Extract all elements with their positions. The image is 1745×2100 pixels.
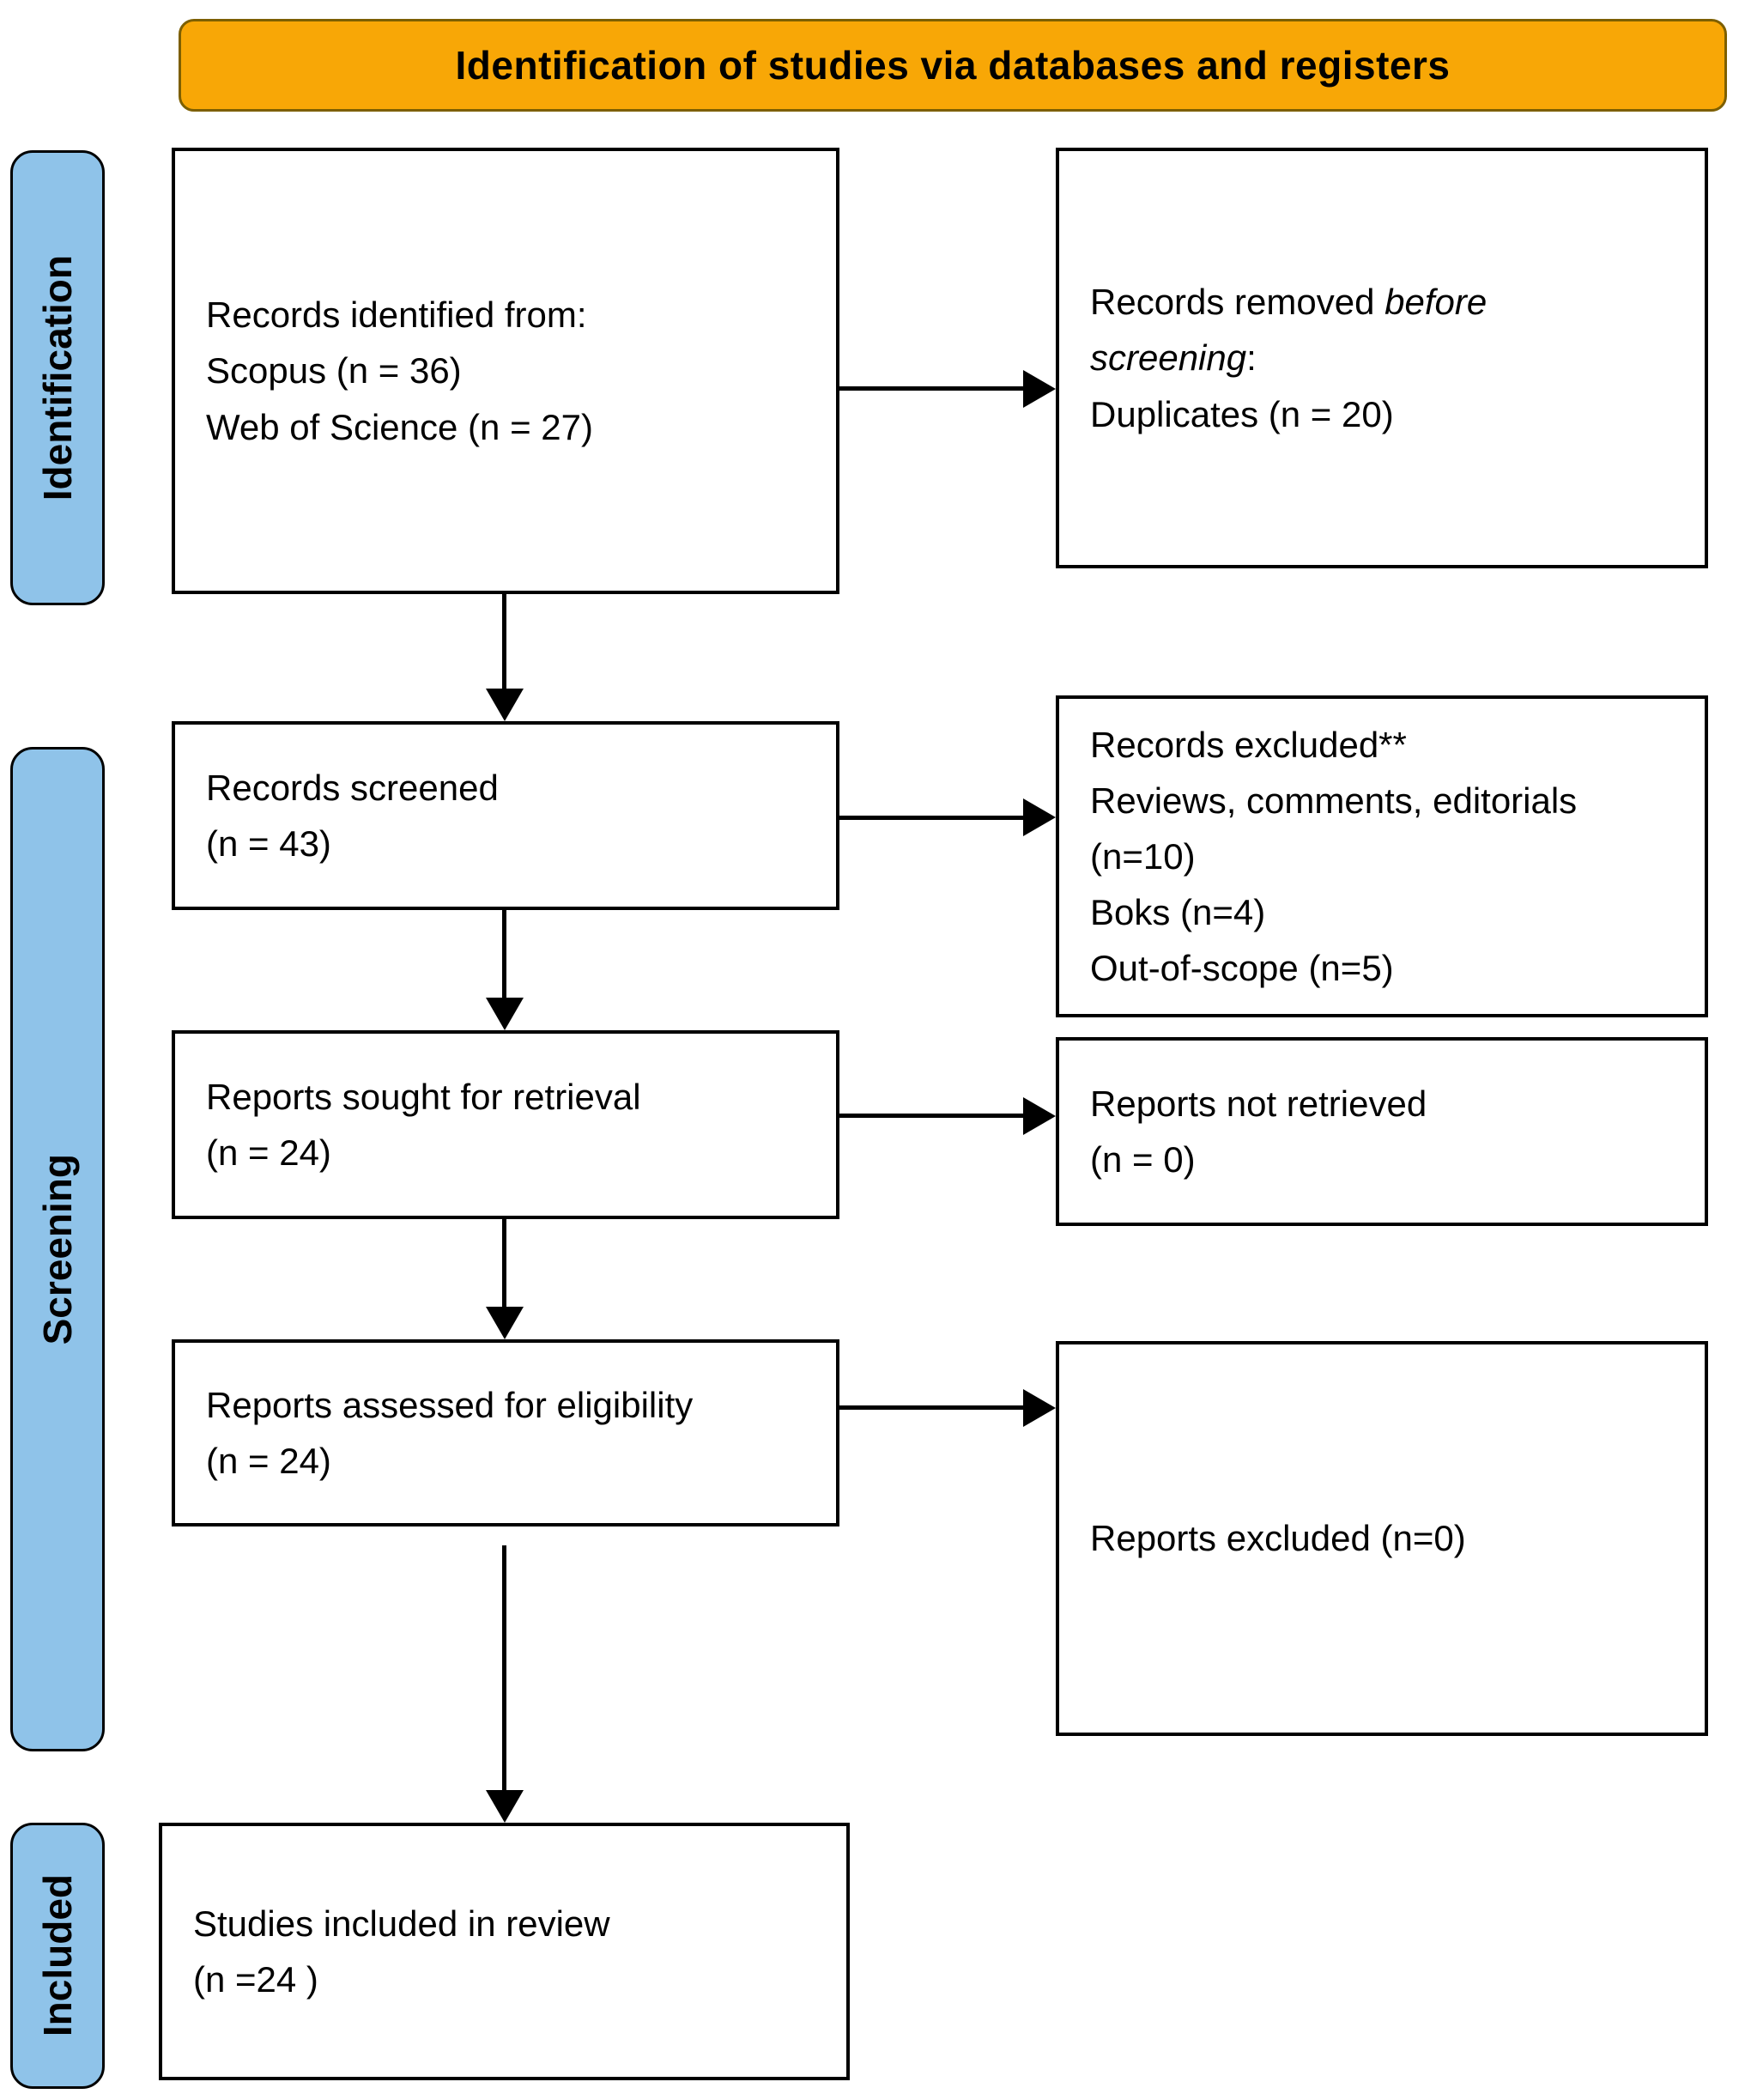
records-removed-line2: screening: bbox=[1090, 337, 1257, 379]
arrow-identified-to-screened-line bbox=[502, 594, 506, 689]
arrow-sought-to-not-retrieved-head bbox=[1023, 1097, 1056, 1135]
records-removed-line3: Duplicates (n = 20) bbox=[1090, 393, 1394, 434]
box-text-line: (n =24 ) bbox=[193, 1959, 318, 2000]
arrow-sought-to-not-retrieved-line bbox=[839, 1114, 1025, 1118]
arrow-assessed-to-included-line bbox=[502, 1545, 506, 1790]
box-text-line: Out-of-scope (n=5) bbox=[1090, 948, 1394, 989]
box-text-line: (n = 24) bbox=[206, 1441, 331, 1481]
box-text-line: Web of Science (n = 27) bbox=[206, 406, 593, 447]
stage-rail-identification: Identification bbox=[10, 150, 105, 605]
box-text-line: (n = 0) bbox=[1090, 1139, 1196, 1180]
box-reports-assessed: Reports assessed for eligibility (n = 24) bbox=[172, 1339, 839, 1526]
box-text-line: Boks (n=4) bbox=[1090, 892, 1266, 933]
arrow-identified-to-removed-line bbox=[839, 386, 1025, 391]
box-text-line: Records identified from: bbox=[206, 294, 587, 336]
box-text-line: Records excluded** bbox=[1090, 724, 1407, 765]
box-text-line: (n = 24) bbox=[206, 1132, 331, 1173]
box-text-line: Reviews, comments, editorials bbox=[1090, 780, 1578, 821]
box-text-line: Reports assessed for eligibility bbox=[206, 1384, 694, 1425]
box-studies-included: Studies included in review (n =24 ) bbox=[159, 1823, 850, 2080]
box-reports-excluded: Reports excluded (n=0) bbox=[1056, 1341, 1708, 1736]
box-text-line: Reports not retrieved bbox=[1090, 1083, 1427, 1124]
box-text-line: Studies included in review bbox=[193, 1903, 610, 1944]
records-removed-line1: Records removed before bbox=[1090, 282, 1487, 323]
stage-label-included: Included bbox=[35, 1874, 80, 2037]
box-records-identified: Records identified from: Scopus (n = 36) W… bbox=[172, 148, 839, 594]
arrow-screened-to-excluded-line bbox=[839, 816, 1025, 820]
box-records-excluded: Records excluded** Reviews, comments, edi… bbox=[1056, 695, 1708, 1017]
arrow-identified-to-removed-head bbox=[1023, 370, 1056, 408]
box-text-line: (n = 43) bbox=[206, 823, 331, 864]
box-text-line: Scopus (n = 36) bbox=[206, 350, 462, 391]
arrow-screened-to-sought-line bbox=[502, 910, 506, 998]
arrow-assessed-to-included-head bbox=[486, 1790, 524, 1823]
arrow-screened-to-sought-head bbox=[486, 998, 524, 1030]
box-text-line: Reports sought for retrieval bbox=[206, 1076, 641, 1117]
box-text-line: (n=10) bbox=[1090, 835, 1196, 877]
box-reports-sought: Reports sought for retrieval (n = 24) bbox=[172, 1030, 839, 1219]
arrow-screened-to-excluded-head bbox=[1023, 798, 1056, 836]
arrow-sought-to-assessed-line bbox=[502, 1219, 506, 1307]
arrow-identified-to-screened-head bbox=[486, 689, 524, 721]
arrow-assessed-to-excluded-line bbox=[839, 1405, 1025, 1410]
box-text-line: Reports excluded (n=0) bbox=[1090, 1518, 1466, 1559]
arrow-sought-to-assessed-head bbox=[486, 1307, 524, 1339]
stage-label-identification: Identification bbox=[35, 254, 80, 501]
box-records-removed: Records removed before screening: Duplic… bbox=[1056, 148, 1708, 568]
box-records-screened: Records screened (n = 43) bbox=[172, 721, 839, 910]
arrow-assessed-to-excluded-head bbox=[1023, 1389, 1056, 1427]
stage-rail-screening: Screening bbox=[10, 747, 105, 1751]
box-reports-not-retrieved: Reports not retrieved (n = 0) bbox=[1056, 1037, 1708, 1226]
stage-rail-included: Included bbox=[10, 1823, 105, 2089]
banner: Identification of studies via databases … bbox=[179, 19, 1727, 112]
box-text-line: Records screened bbox=[206, 767, 499, 808]
banner-title: Identification of studies via databases … bbox=[455, 43, 1451, 88]
stage-label-screening: Screening bbox=[35, 1153, 80, 1345]
